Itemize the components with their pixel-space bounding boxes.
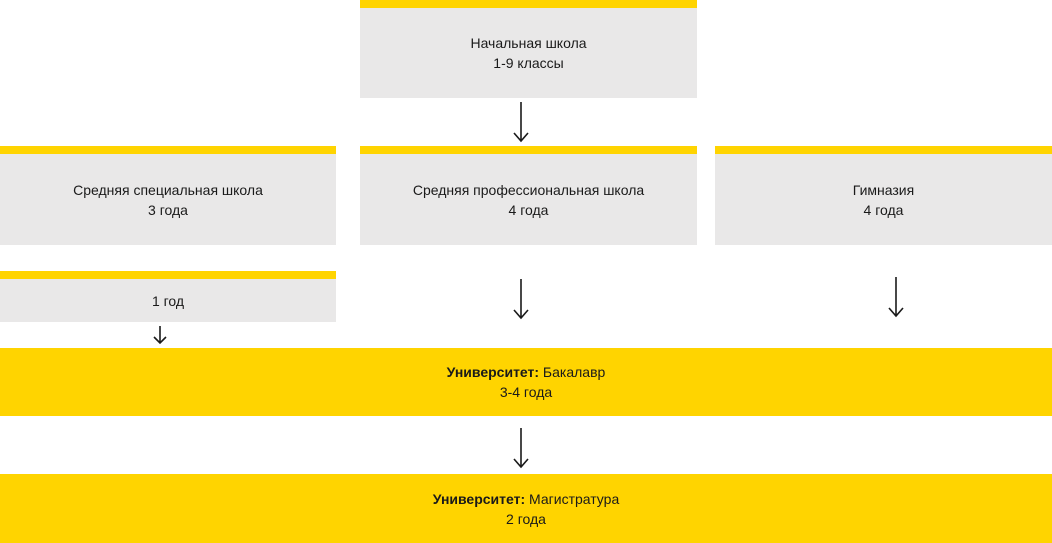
node-gymnasium: Гимназия 4 года <box>715 146 1052 245</box>
node-primary-school: Начальная школа 1-9 классы <box>360 0 697 98</box>
university-label: Университет: <box>432 490 526 507</box>
arrow-down-icon <box>511 427 531 469</box>
master-label: Магистратура <box>525 490 620 507</box>
university-label: Университет: <box>446 364 540 380</box>
node-professional-duration: 4 года <box>508 201 549 218</box>
node-gymnasium-title: Гимназия <box>852 181 915 198</box>
bachelor-label: Бакалавр <box>539 364 606 380</box>
node-special-duration: 3 года <box>148 201 188 218</box>
node-special-title: Средняя специальная школа <box>73 181 263 198</box>
node-extra-year-label: 1 год <box>151 292 185 309</box>
node-special-school: Средняя специальная школа 3 года <box>0 146 336 245</box>
node-master-title: Университет: Магистратура <box>433 489 619 509</box>
arrow-down-icon <box>511 278 531 320</box>
arrow-down-icon <box>150 325 170 345</box>
node-professional-school: Средняя профессиональная школа 4 года <box>360 146 697 245</box>
arrow-down-icon <box>511 101 531 143</box>
node-primary-title: Начальная школа <box>470 35 587 51</box>
node-bachelor-duration: 3-4 года <box>499 384 553 400</box>
arrow-down-icon <box>886 276 906 318</box>
node-primary-duration: 1-9 классы <box>493 55 564 71</box>
node-university-master: Университет: Магистратура 2 года <box>0 474 1052 543</box>
node-professional-title: Средняя профессиональная школа <box>412 181 645 198</box>
node-university-bachelor: Университет: Бакалавр 3-4 года <box>0 348 1052 416</box>
node-master-duration: 2 года <box>506 510 546 527</box>
node-extra-year: 1 год <box>0 271 336 322</box>
node-bachelor-title: Университет: Бакалавр <box>447 362 606 382</box>
node-gymnasium-duration: 4 года <box>863 201 904 218</box>
